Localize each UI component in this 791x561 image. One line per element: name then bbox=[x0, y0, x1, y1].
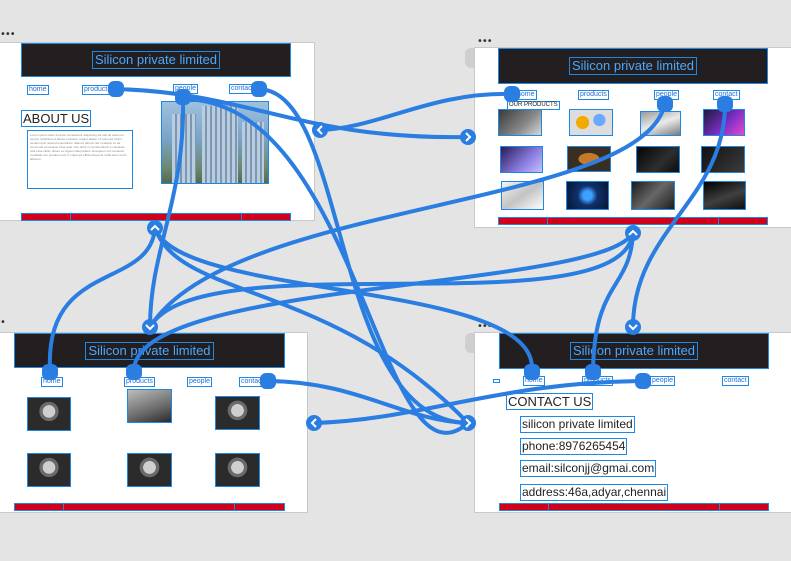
link-anchor bbox=[504, 86, 520, 102]
link-wire bbox=[148, 97, 186, 329]
person-photo bbox=[127, 389, 172, 423]
site-header: Silicon private limited bbox=[499, 333, 769, 369]
link-anchor bbox=[251, 81, 267, 97]
contact-phone: phone:8976265454 bbox=[520, 438, 628, 455]
artboard-menu-icon[interactable]: • bbox=[0, 317, 6, 328]
site-title: Silicon private limited bbox=[568, 57, 698, 75]
chevron-down-icon bbox=[625, 319, 641, 335]
product-camera-image bbox=[498, 109, 542, 136]
link-anchor bbox=[635, 373, 651, 389]
chevron-right-icon bbox=[460, 415, 476, 431]
link-wire bbox=[153, 226, 470, 425]
link-anchor bbox=[585, 364, 601, 380]
link-wire bbox=[132, 231, 635, 371]
chevron-right-icon bbox=[460, 129, 476, 145]
artboard-contact[interactable]: Silicon private limited home products pe… bbox=[475, 333, 791, 512]
link-wire bbox=[257, 87, 470, 425]
site-header: Silicon private limited bbox=[21, 43, 291, 77]
nav-marker bbox=[493, 379, 500, 383]
site-title: Silicon private limited bbox=[569, 342, 699, 360]
site-footer bbox=[499, 503, 769, 511]
nav-products[interactable]: products bbox=[578, 90, 609, 100]
person-photo bbox=[127, 453, 172, 487]
link-anchor bbox=[42, 364, 58, 380]
site-footer bbox=[498, 217, 768, 225]
link-targets bbox=[142, 122, 641, 431]
link-wire bbox=[631, 102, 727, 329]
link-anchor bbox=[657, 96, 673, 112]
about-text: Lorem ipsum dolor sit amet consectetur a… bbox=[27, 130, 133, 189]
chevron-left-icon bbox=[306, 415, 322, 431]
product-chip-image bbox=[566, 181, 609, 210]
product-device-image bbox=[631, 181, 675, 210]
chevron-up-icon bbox=[625, 225, 641, 241]
link-wire bbox=[148, 102, 667, 329]
contact-company: silicon private limited bbox=[520, 416, 635, 433]
product-speaker-image bbox=[703, 181, 746, 210]
link-wire bbox=[318, 91, 514, 132]
artboard-about[interactable]: Silicon private limited home products pe… bbox=[0, 43, 314, 221]
artboard-tab bbox=[465, 333, 475, 353]
link-wire bbox=[153, 226, 535, 371]
about-heading: ABOUT US bbox=[21, 110, 92, 127]
nav-people[interactable]: people bbox=[187, 377, 213, 387]
site-footer bbox=[14, 503, 285, 511]
link-anchor bbox=[175, 89, 191, 105]
nav-contact[interactable]: contact bbox=[722, 376, 749, 386]
artboard-tab bbox=[465, 48, 475, 68]
artboard-menu-icon[interactable]: ••• bbox=[0, 29, 16, 40]
link-anchor bbox=[108, 81, 124, 97]
nav-home[interactable]: home bbox=[27, 85, 49, 95]
artboard-menu-icon[interactable]: ••• bbox=[477, 321, 493, 332]
link-anchor bbox=[524, 364, 540, 380]
contact-email: email:silconjj@gmai.com bbox=[520, 460, 657, 477]
link-wire bbox=[591, 231, 635, 371]
artboard-menu-icon[interactable]: ••• bbox=[477, 36, 493, 47]
link-anchor bbox=[126, 364, 142, 380]
link-wire bbox=[47, 226, 157, 371]
site-header: Silicon private limited bbox=[498, 48, 768, 84]
product-gadgets-image bbox=[569, 109, 613, 136]
chevron-down-icon bbox=[142, 319, 158, 335]
contact-address: address:46a,adyar,chennai bbox=[520, 484, 669, 501]
person-photo bbox=[215, 396, 260, 430]
person-photo bbox=[215, 453, 260, 487]
link-wire bbox=[112, 87, 470, 140]
contact-heading: CONTACT US bbox=[506, 393, 594, 410]
site-title: Silicon private limited bbox=[91, 51, 221, 69]
artboard-products[interactable]: Silicon private limited home products pe… bbox=[475, 48, 791, 227]
product-smartphone-image bbox=[500, 146, 543, 173]
link-wire bbox=[312, 379, 645, 425]
person-photo bbox=[27, 397, 71, 431]
product-dark-device-image bbox=[636, 146, 680, 173]
product-pen-image bbox=[501, 181, 544, 210]
link-wire bbox=[181, 97, 470, 435]
person-photo bbox=[27, 453, 71, 487]
link-anchor bbox=[260, 373, 276, 389]
site-header: Silicon private limited bbox=[14, 333, 285, 368]
link-wire bbox=[266, 379, 470, 425]
chevron-up-icon bbox=[147, 220, 163, 236]
site-title: Silicon private limited bbox=[85, 341, 214, 360]
link-anchor bbox=[717, 96, 733, 112]
chevron-left-icon bbox=[312, 122, 328, 138]
